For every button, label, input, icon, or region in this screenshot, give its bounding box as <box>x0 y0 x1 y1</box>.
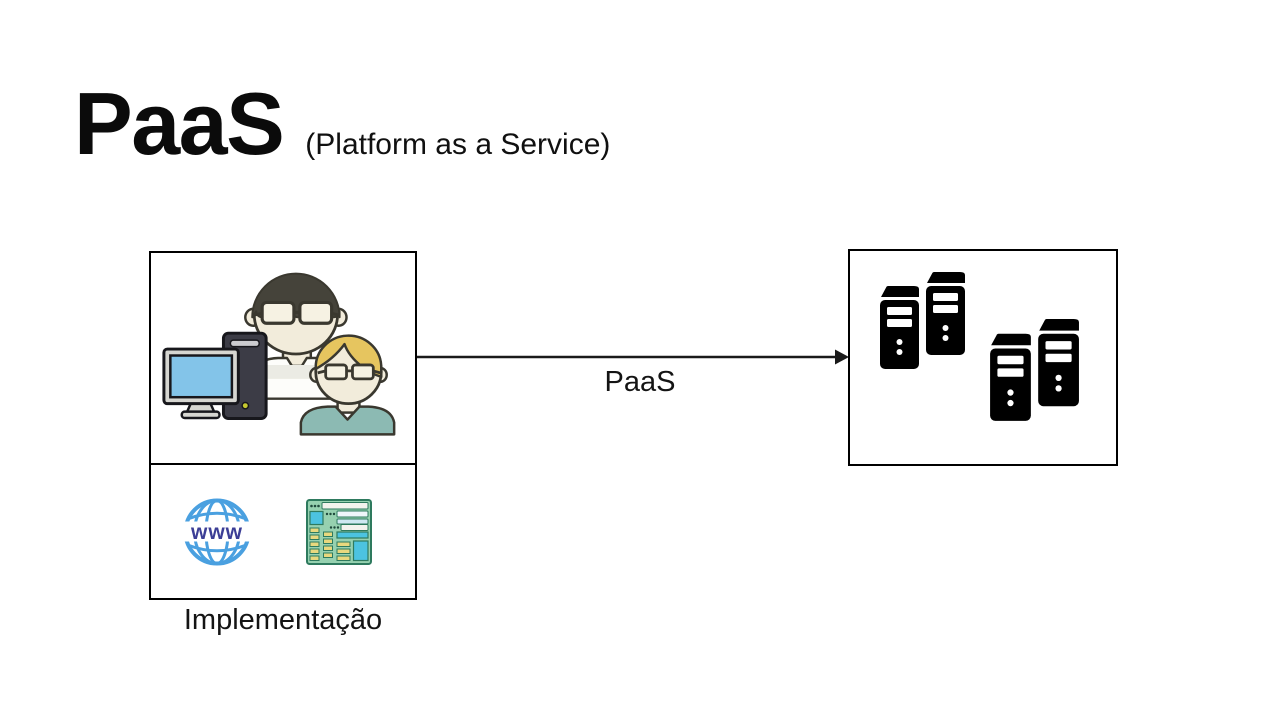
slide-header: PaaS (Platform as a Service) <box>74 80 610 168</box>
server-pair-icon <box>878 272 965 371</box>
developers-at-computer-icon <box>162 272 396 436</box>
page-title: PaaS <box>74 74 285 173</box>
implementation-box: www <box>149 251 417 600</box>
server-back <box>926 272 965 355</box>
implementation-label: Implementação <box>183 604 383 636</box>
paas-arrow <box>417 349 849 365</box>
webpage-layout-icon <box>306 498 372 565</box>
globe-www-text: www <box>190 521 243 544</box>
deployment-panel: www <box>151 465 415 598</box>
server-back <box>1038 319 1079 407</box>
arrow-label: PaaS <box>604 366 676 398</box>
cast-shadow <box>264 364 320 379</box>
www-globe-icon: www <box>180 498 254 565</box>
server-front <box>878 283 923 371</box>
developers-panel <box>151 253 415 465</box>
developer-front <box>299 334 396 436</box>
server-pair-icon <box>988 319 1079 423</box>
monitor-icon <box>162 347 240 420</box>
servers-box <box>848 249 1118 466</box>
server-front <box>988 331 1035 423</box>
page-subtitle: (Platform as a Service) <box>305 128 611 161</box>
